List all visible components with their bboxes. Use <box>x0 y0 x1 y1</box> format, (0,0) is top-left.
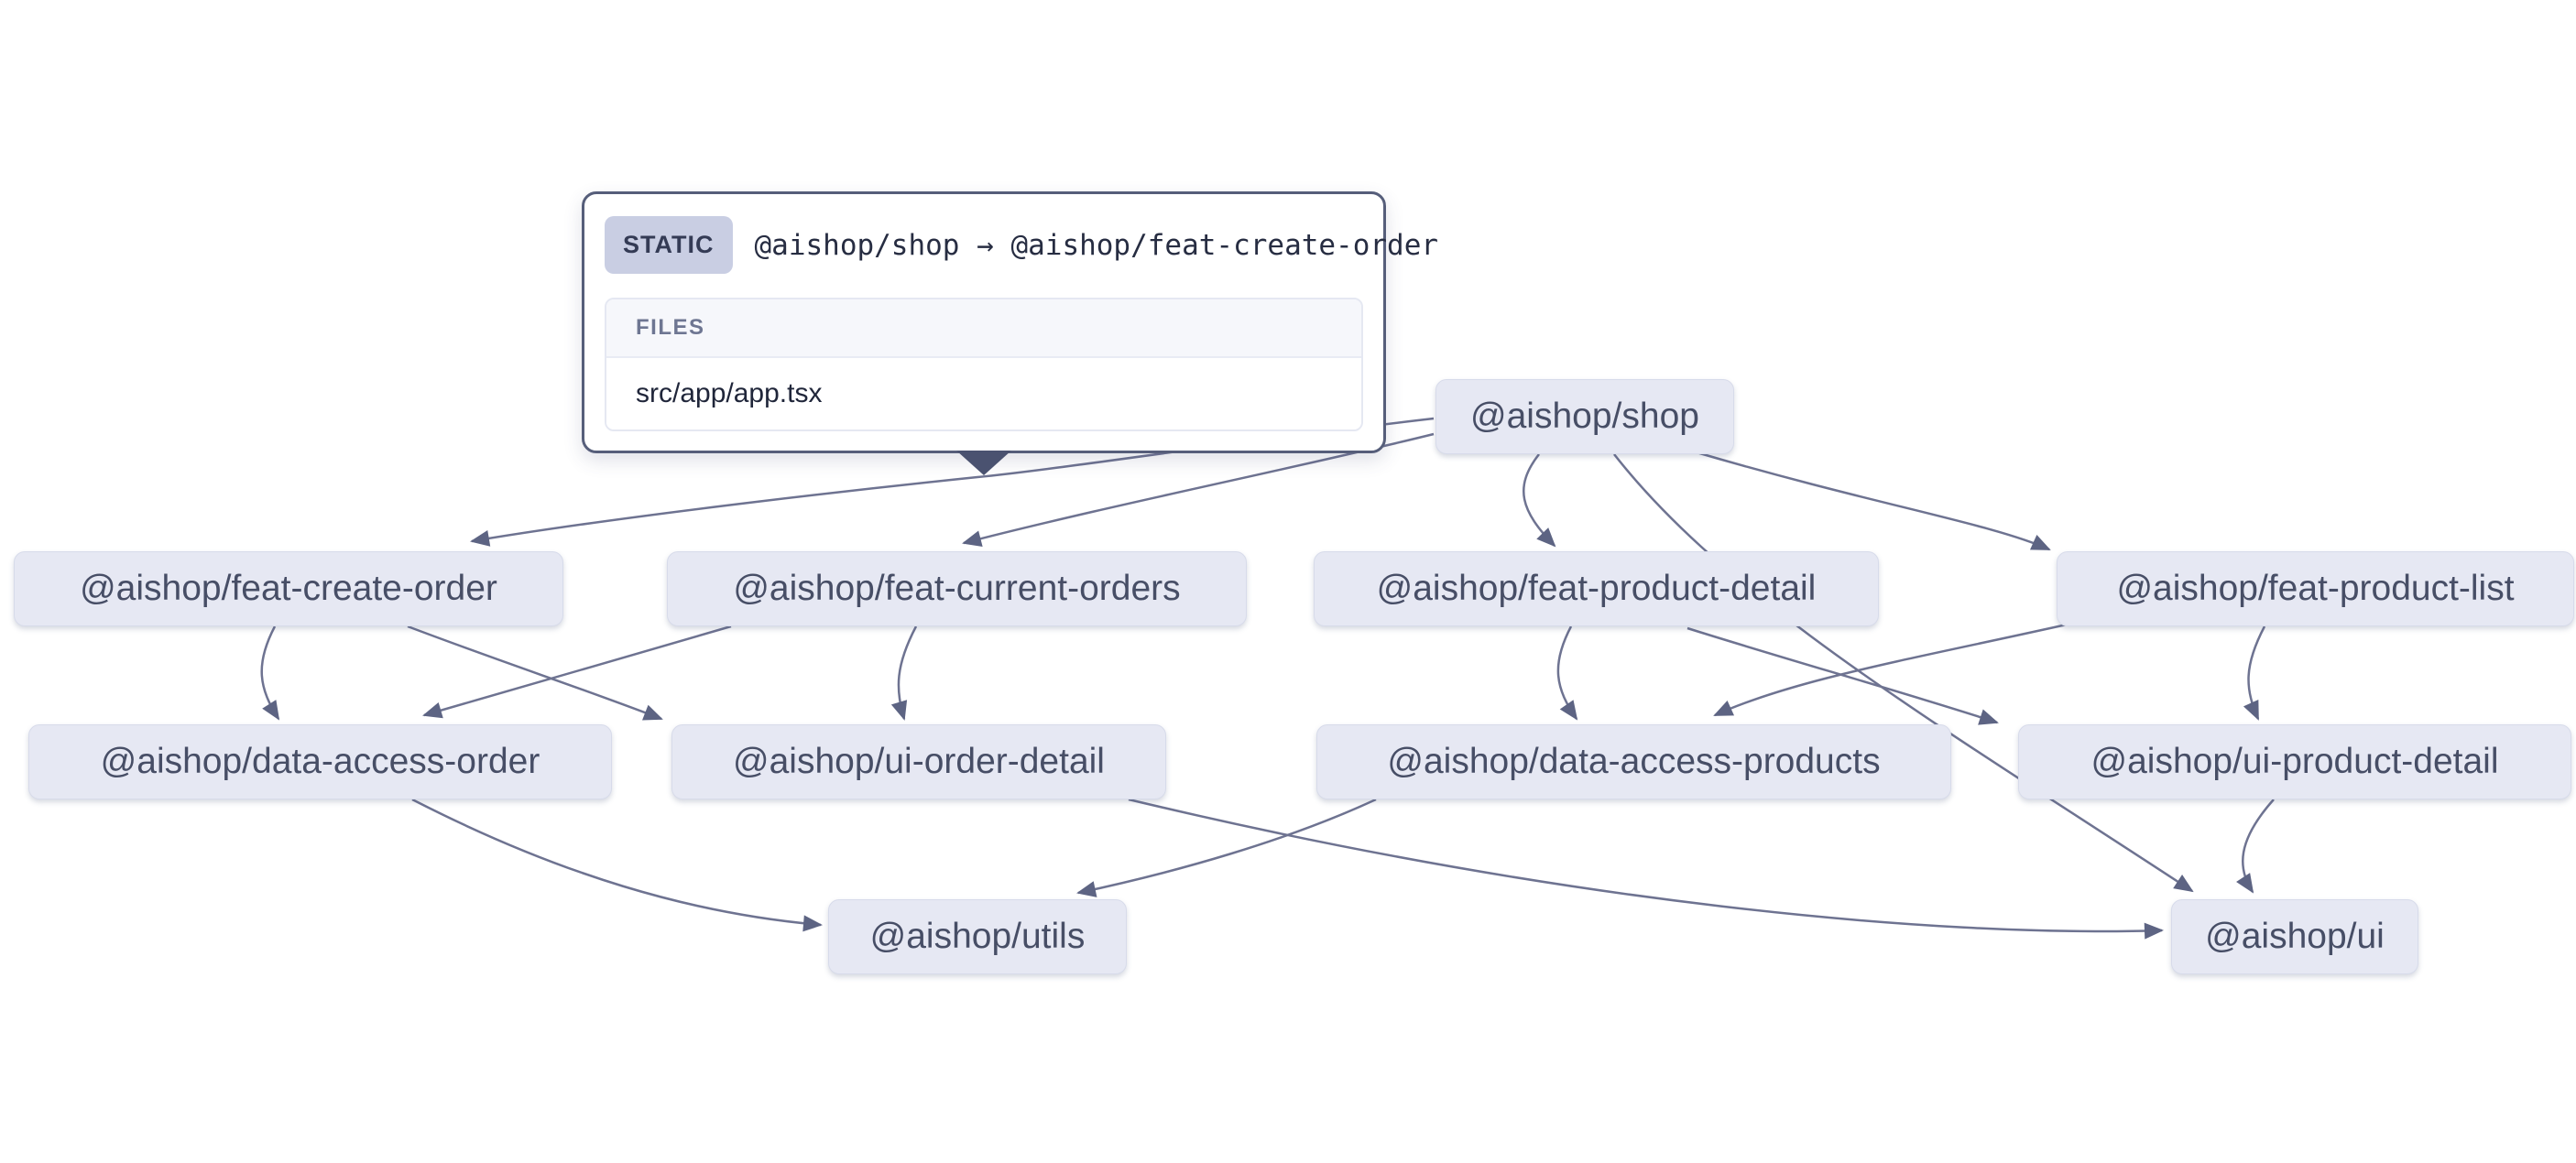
graph-node-ui-order-detail[interactable]: @aishop/ui-order-detail <box>671 724 1166 799</box>
graph-node-feat-create-order[interactable]: @aishop/feat-create-order <box>14 551 563 626</box>
graph-node-ui-product-detail[interactable]: @aishop/ui-product-detail <box>2018 724 2571 799</box>
graph-edge-feat-product-list->ui-product-detail[interactable] <box>2243 625 2266 721</box>
graph-node-ui[interactable]: @aishop/ui <box>2171 899 2418 974</box>
graph-edge-feat-current-orders->data-access-order[interactable] <box>422 625 732 719</box>
graph-node-data-access-order[interactable]: @aishop/data-access-order <box>28 724 612 799</box>
graph-node-utils[interactable]: @aishop/utils <box>828 899 1127 974</box>
graph-edge-feat-product-detail->ui-product-detail[interactable] <box>1686 626 1999 725</box>
graph-node-data-access-products[interactable]: @aishop/data-access-products <box>1316 724 1951 799</box>
graph-edge-feat-product-list->data-access-products[interactable] <box>1713 623 2068 717</box>
files-panel: FILES src/app/app.tsx <box>605 298 1363 431</box>
edge-label: @aishop/shop → @aishop/feat-create-order <box>754 228 1439 262</box>
graph-node-feat-current-orders[interactable]: @aishop/feat-current-orders <box>667 551 1247 626</box>
edge-type-badge: STATIC <box>605 216 733 274</box>
graph-edge-shop->feat-product-list[interactable] <box>1696 451 2051 551</box>
tooltip-header: STATIC @aishop/shop → @aishop/feat-creat… <box>584 194 1438 274</box>
graph-node-shop[interactable]: @aishop/shop <box>1435 379 1734 454</box>
edge-tooltip: STATIC @aishop/shop → @aishop/feat-creat… <box>582 191 1438 475</box>
graph-edge-shop->feat-product-detail[interactable] <box>1522 453 1556 548</box>
files-list: src/app/app.tsx <box>606 358 1361 429</box>
graph-edge-data-access-products->utils[interactable] <box>1076 798 1377 897</box>
graph-edge-feat-create-order->ui-order-detail[interactable] <box>407 625 663 721</box>
graph-edge-ui-product-detail->ui[interactable] <box>2236 799 2275 894</box>
graph-edge-data-access-order->utils[interactable] <box>411 798 823 932</box>
graph-edge-feat-create-order->data-access-order[interactable] <box>260 625 280 721</box>
graph-node-feat-product-detail[interactable]: @aishop/feat-product-detail <box>1314 551 1879 626</box>
graph-edge-shop->ui[interactable] <box>1613 453 2194 893</box>
graph-node-feat-product-list[interactable]: @aishop/feat-product-list <box>2057 551 2574 626</box>
file-row: src/app/app.tsx <box>606 358 1361 429</box>
graph-edge-ui-order-detail->ui[interactable] <box>1128 798 2164 940</box>
files-header: FILES <box>606 299 1361 358</box>
graph-edge-feat-current-orders->ui-order-detail[interactable] <box>890 625 918 721</box>
graph-edge-feat-product-detail->data-access-products[interactable] <box>1556 625 1578 721</box>
tooltip-caret-icon <box>956 451 1011 475</box>
